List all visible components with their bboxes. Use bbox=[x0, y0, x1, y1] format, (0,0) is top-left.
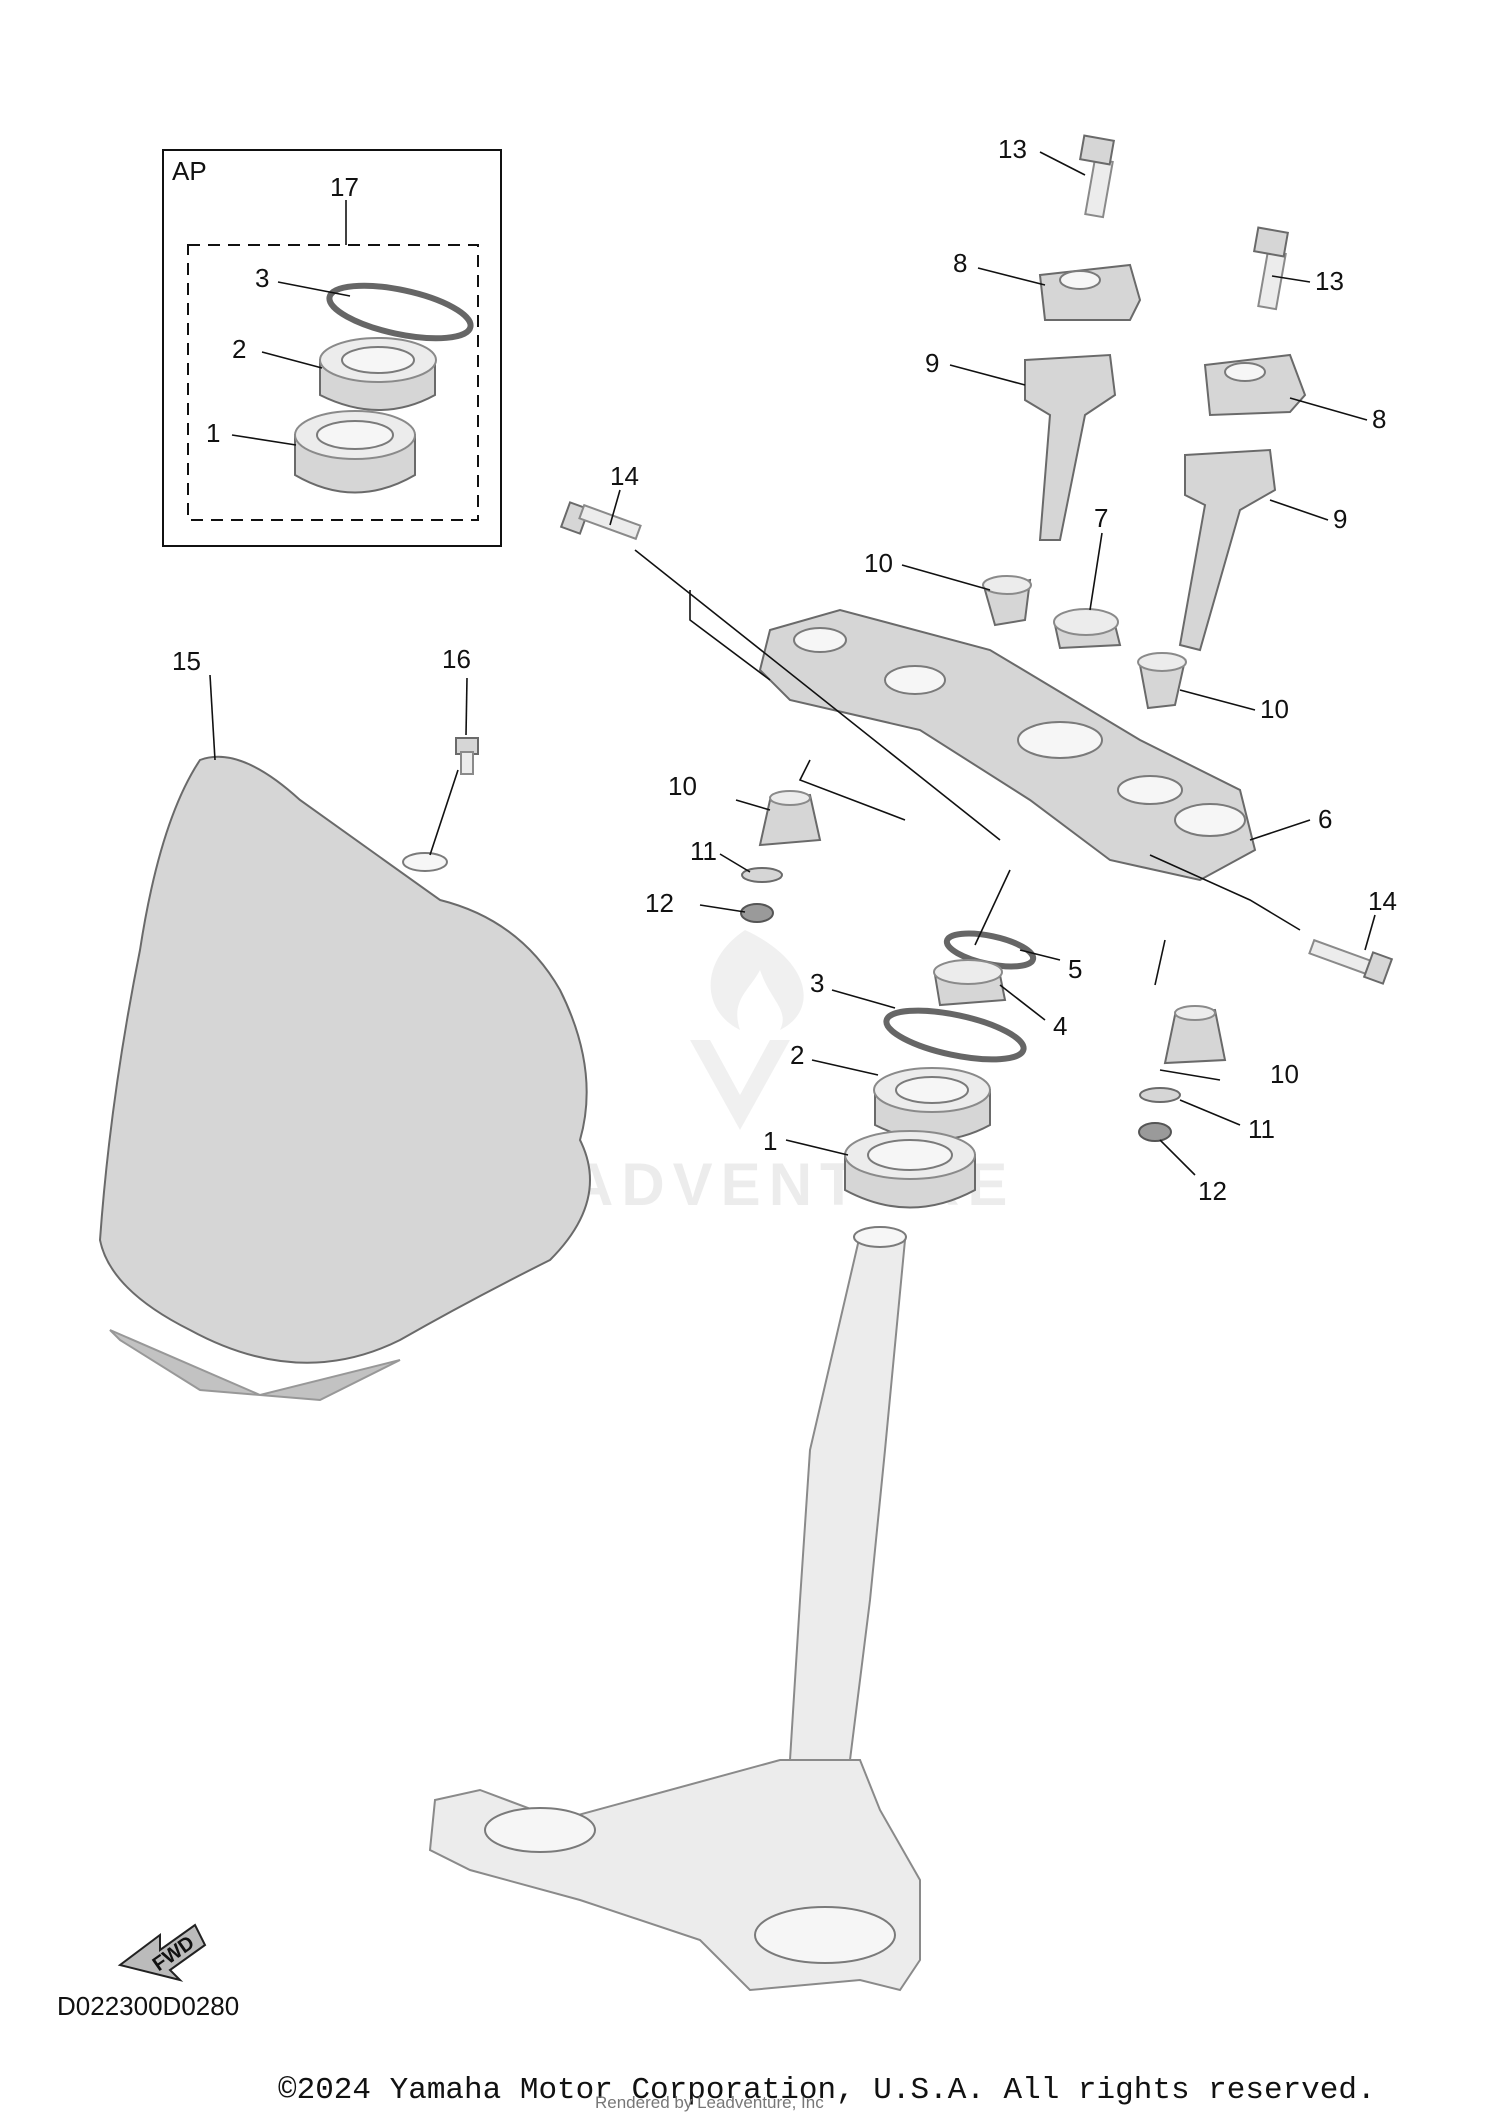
callout-10-lower-left: 10 bbox=[668, 771, 697, 801]
callouts: 17 3 2 1 13 13 8 8 9 9 14 14 7 10 10 10 … bbox=[172, 134, 1397, 1206]
dust-seal-3 bbox=[883, 1007, 1027, 1063]
lower-holder-left bbox=[1024, 353, 1117, 541]
number-plate bbox=[98, 755, 591, 1402]
callout-13-left: 13 bbox=[998, 134, 1027, 164]
diagram-code: D022300D0280 bbox=[57, 1991, 239, 2021]
pinch-bolt-left bbox=[559, 501, 642, 541]
washer-left bbox=[741, 867, 783, 883]
under-bracket bbox=[428, 1226, 921, 1992]
callout-11-left: 11 bbox=[690, 836, 717, 866]
callout-14-left: 14 bbox=[610, 461, 639, 491]
callout-3: 3 bbox=[810, 968, 824, 998]
plate-bolt-16 bbox=[455, 737, 479, 775]
kit-lower-bearing bbox=[294, 410, 416, 494]
callout-16: 16 bbox=[442, 644, 471, 674]
leader-lines bbox=[209, 151, 1376, 1176]
handlebar-bolt-right bbox=[1252, 226, 1290, 311]
ring-nut-4 bbox=[933, 959, 1007, 1007]
watermark-v-icon bbox=[690, 1040, 790, 1130]
callout-2-kit: 2 bbox=[232, 334, 246, 364]
copyright: ©2024 Yamaha Motor Corporation, U.S.A. A… bbox=[278, 2073, 1376, 2108]
callout-10-upper-left: 10 bbox=[864, 548, 893, 578]
callout-2: 2 bbox=[790, 1040, 804, 1070]
callout-9-right: 9 bbox=[1333, 504, 1347, 534]
rendered-by: Rendered by Leadventure, Inc bbox=[595, 2093, 824, 2112]
callout-14-right: 14 bbox=[1368, 886, 1397, 916]
damper-upper-right bbox=[1137, 652, 1187, 710]
callout-5: 5 bbox=[1068, 954, 1082, 984]
callout-13-right: 13 bbox=[1315, 266, 1344, 296]
callout-8-right: 8 bbox=[1372, 404, 1386, 434]
fwd-arrow-icon bbox=[117, 1923, 207, 1982]
ap-label: AP bbox=[172, 156, 207, 186]
collar-7 bbox=[1053, 608, 1122, 650]
handlebar-bolt-left bbox=[1078, 134, 1116, 219]
kit-dust-seal bbox=[326, 282, 474, 342]
upper-holder-right bbox=[1203, 353, 1307, 417]
kit-upper-bearing bbox=[319, 337, 437, 411]
damper-upper-left bbox=[982, 575, 1032, 627]
lower-bearing-1 bbox=[844, 1130, 976, 1209]
watermark-flame-icon bbox=[710, 930, 804, 1030]
callout-8-left: 8 bbox=[953, 248, 967, 278]
callout-7: 7 bbox=[1094, 503, 1108, 533]
callout-17: 17 bbox=[330, 172, 359, 202]
callout-4: 4 bbox=[1053, 1011, 1067, 1041]
pinch-bolt-right bbox=[1308, 938, 1394, 985]
callout-3-kit: 3 bbox=[255, 263, 269, 293]
callout-12-left: 12 bbox=[645, 888, 674, 918]
damper-lower-right bbox=[1163, 1005, 1227, 1065]
upper-bearing-2 bbox=[873, 1067, 991, 1141]
damper-lower-left bbox=[758, 790, 822, 847]
callout-1: 1 bbox=[763, 1126, 777, 1156]
callout-15: 15 bbox=[172, 646, 201, 676]
callout-6: 6 bbox=[1318, 804, 1332, 834]
callout-12-right: 12 bbox=[1198, 1176, 1227, 1206]
callout-9-left: 9 bbox=[925, 348, 939, 378]
callout-11-right: 11 bbox=[1248, 1114, 1275, 1144]
callout-10-lower-right: 10 bbox=[1270, 1059, 1299, 1089]
washer-right bbox=[1139, 1087, 1181, 1103]
nut-left bbox=[740, 903, 774, 923]
lower-holder-right bbox=[1178, 448, 1277, 652]
callout-10-upper-right: 10 bbox=[1260, 694, 1289, 724]
nut-right bbox=[1138, 1122, 1172, 1142]
upper-bracket bbox=[758, 608, 1257, 882]
fwd-arrow: FWD bbox=[117, 1923, 207, 1982]
upper-holder-left bbox=[1038, 263, 1142, 321]
ap-kit-box: AP bbox=[162, 149, 502, 547]
callout-1-kit: 1 bbox=[206, 418, 220, 448]
